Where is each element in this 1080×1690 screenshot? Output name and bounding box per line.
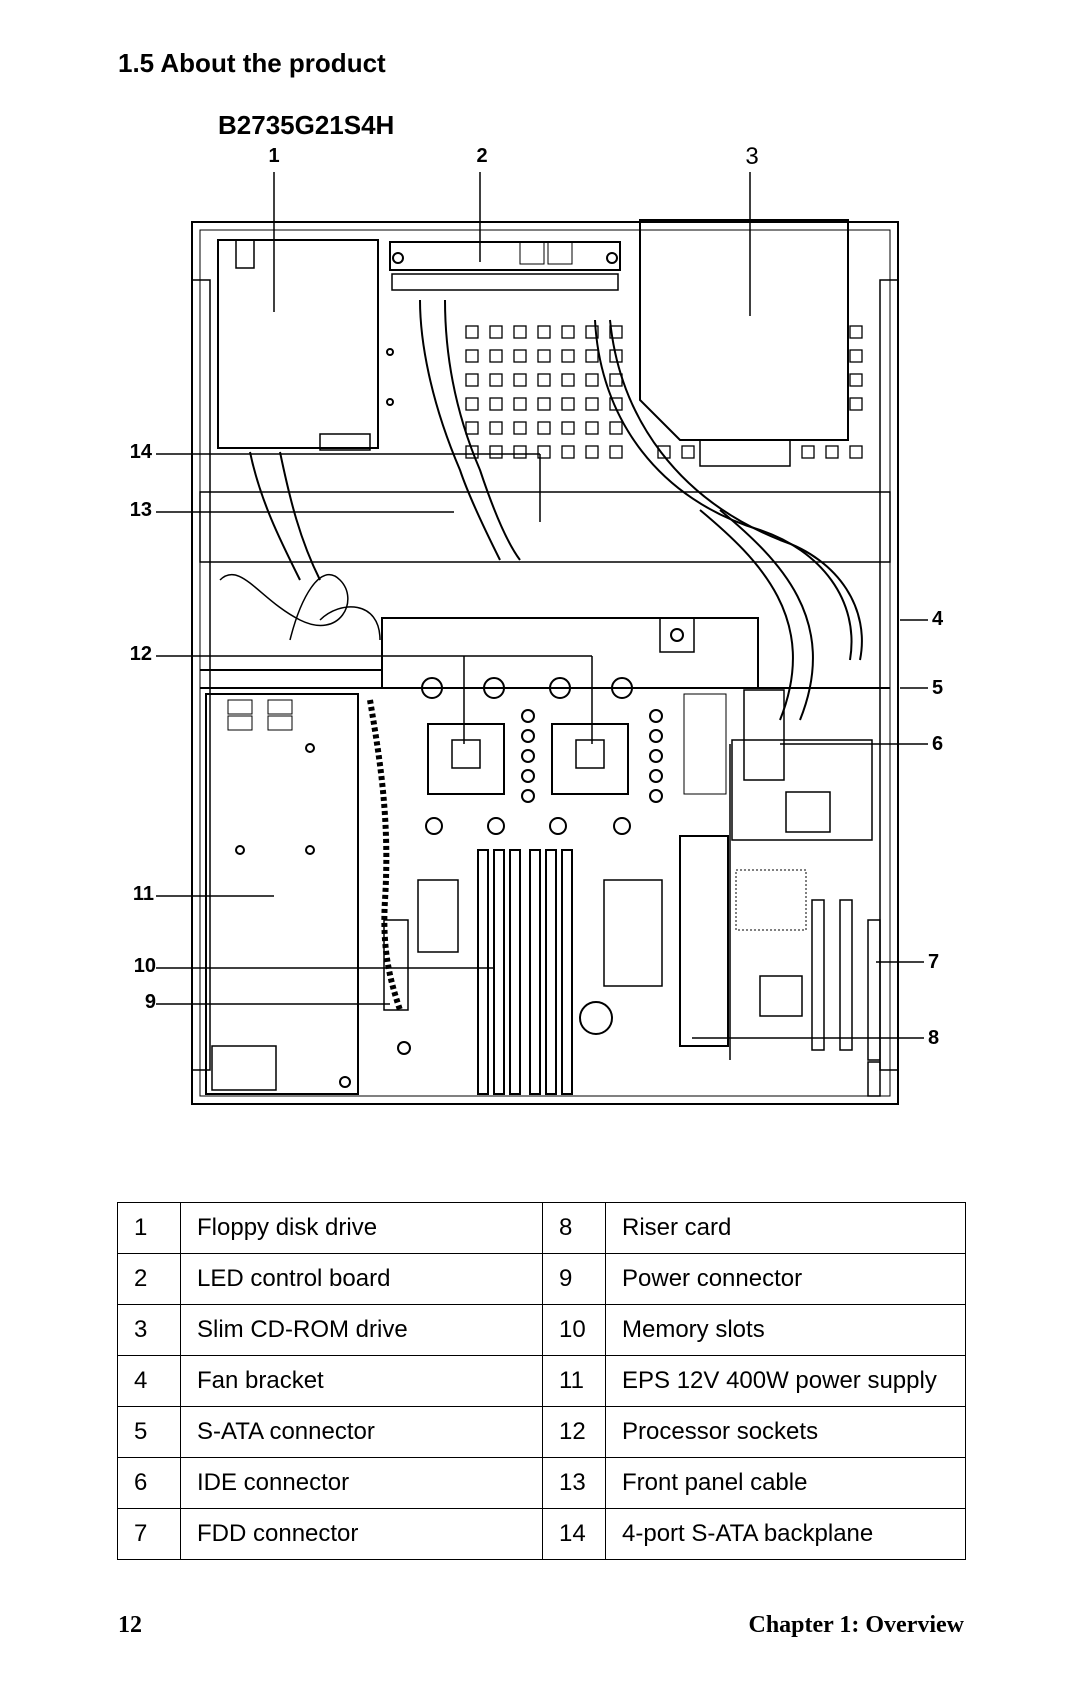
callout-3: 3 [745, 143, 758, 170]
legend-label: Riser card [605, 1202, 966, 1254]
led-control-board [389, 241, 621, 271]
memory-slot-4 [529, 849, 541, 1095]
processor-socket-1 [427, 723, 505, 795]
legend-number: 13 [542, 1457, 606, 1509]
legend-label: Memory slots [605, 1304, 966, 1356]
power-supply [205, 693, 359, 1095]
callout-13: 13 [130, 499, 152, 521]
legend-label: S-ATA connector [180, 1406, 543, 1458]
table-row: 6 IDE connector 13 Front panel cable [117, 1457, 966, 1509]
callout-4: 4 [932, 608, 944, 630]
legend-label: Processor sockets [605, 1406, 966, 1458]
callout-7: 7 [928, 951, 939, 973]
legend-number: 7 [117, 1508, 181, 1560]
legend-number: 10 [542, 1304, 606, 1356]
table-row: 4 Fan bracket 11 EPS 12V 400W power supp… [117, 1355, 966, 1407]
memory-slot-1 [477, 849, 489, 1095]
sata-connector [743, 689, 785, 781]
fdd-connector [867, 1061, 881, 1097]
riser-card [679, 835, 729, 1047]
table-row: 3 Slim CD-ROM drive 10 Memory slots [117, 1304, 966, 1356]
legend-label: Floppy disk drive [180, 1202, 543, 1254]
legend-label: Power connector [605, 1253, 966, 1305]
table-row: 5 S-ATA connector 12 Processor sockets [117, 1406, 966, 1458]
legend-number: 12 [542, 1406, 606, 1458]
legend-label: EPS 12V 400W power supply [605, 1355, 966, 1407]
model-title: B2735G21S4H [218, 110, 395, 140]
legend-table: 1 Floppy disk drive 8 Riser card 2 LED c… [117, 1202, 966, 1560]
legend-number: 11 [542, 1355, 606, 1407]
table-row: 2 LED control board 9 Power connector [117, 1253, 966, 1305]
callout-12: 12 [130, 643, 152, 665]
legend-label: FDD connector [180, 1508, 543, 1560]
slim-cdrom-drive [639, 219, 849, 441]
legend-number: 14 [542, 1508, 606, 1560]
legend-label: IDE connector [180, 1457, 543, 1509]
callout-5: 5 [932, 677, 943, 699]
memory-slot-6 [561, 849, 573, 1095]
legend-label: Fan bracket [180, 1355, 543, 1407]
table-row: 1 Floppy disk drive 8 Riser card [117, 1202, 966, 1254]
callout-10: 10 [134, 955, 156, 977]
floppy-drive [217, 239, 379, 449]
legend-number: 5 [117, 1406, 181, 1458]
callout-6: 6 [932, 733, 943, 755]
legend-number: 4 [117, 1355, 181, 1407]
legend-label: 4-port S-ATA backplane [605, 1508, 966, 1560]
legend-number: 3 [117, 1304, 181, 1356]
fan-bracket [381, 617, 759, 689]
memory-slot-2 [493, 849, 505, 1095]
processor-socket-2 [551, 723, 629, 795]
legend-label: Slim CD-ROM drive [180, 1304, 543, 1356]
table-row: 7 FDD connector 14 4-port S-ATA backplan… [117, 1508, 966, 1560]
legend-number: 8 [542, 1202, 606, 1254]
page-number: 12 [118, 1612, 142, 1638]
legend-label: LED control board [180, 1253, 543, 1305]
legend-label: Front panel cable [605, 1457, 966, 1509]
section-title: 1.5 About the product [118, 48, 386, 78]
legend-number: 2 [117, 1253, 181, 1305]
chapter-title: Chapter 1: Overview [748, 1612, 964, 1638]
callout-1: 1 [268, 145, 279, 167]
legend-number: 6 [117, 1457, 181, 1509]
sata-backplane [199, 491, 891, 563]
ide-connector [867, 919, 881, 1061]
callout-2: 2 [476, 145, 487, 167]
callout-8: 8 [928, 1027, 939, 1049]
memory-slot-3 [509, 849, 521, 1095]
callout-14: 14 [130, 441, 153, 463]
callout-9: 9 [145, 991, 156, 1013]
legend-number: 9 [542, 1253, 606, 1305]
chassis-diagram: 1 2 3 14 13 12 11 10 9 4 5 6 7 8 [130, 143, 944, 1105]
memory-slot-5 [545, 849, 557, 1095]
legend-number: 1 [117, 1202, 181, 1254]
callout-11: 11 [133, 883, 154, 905]
